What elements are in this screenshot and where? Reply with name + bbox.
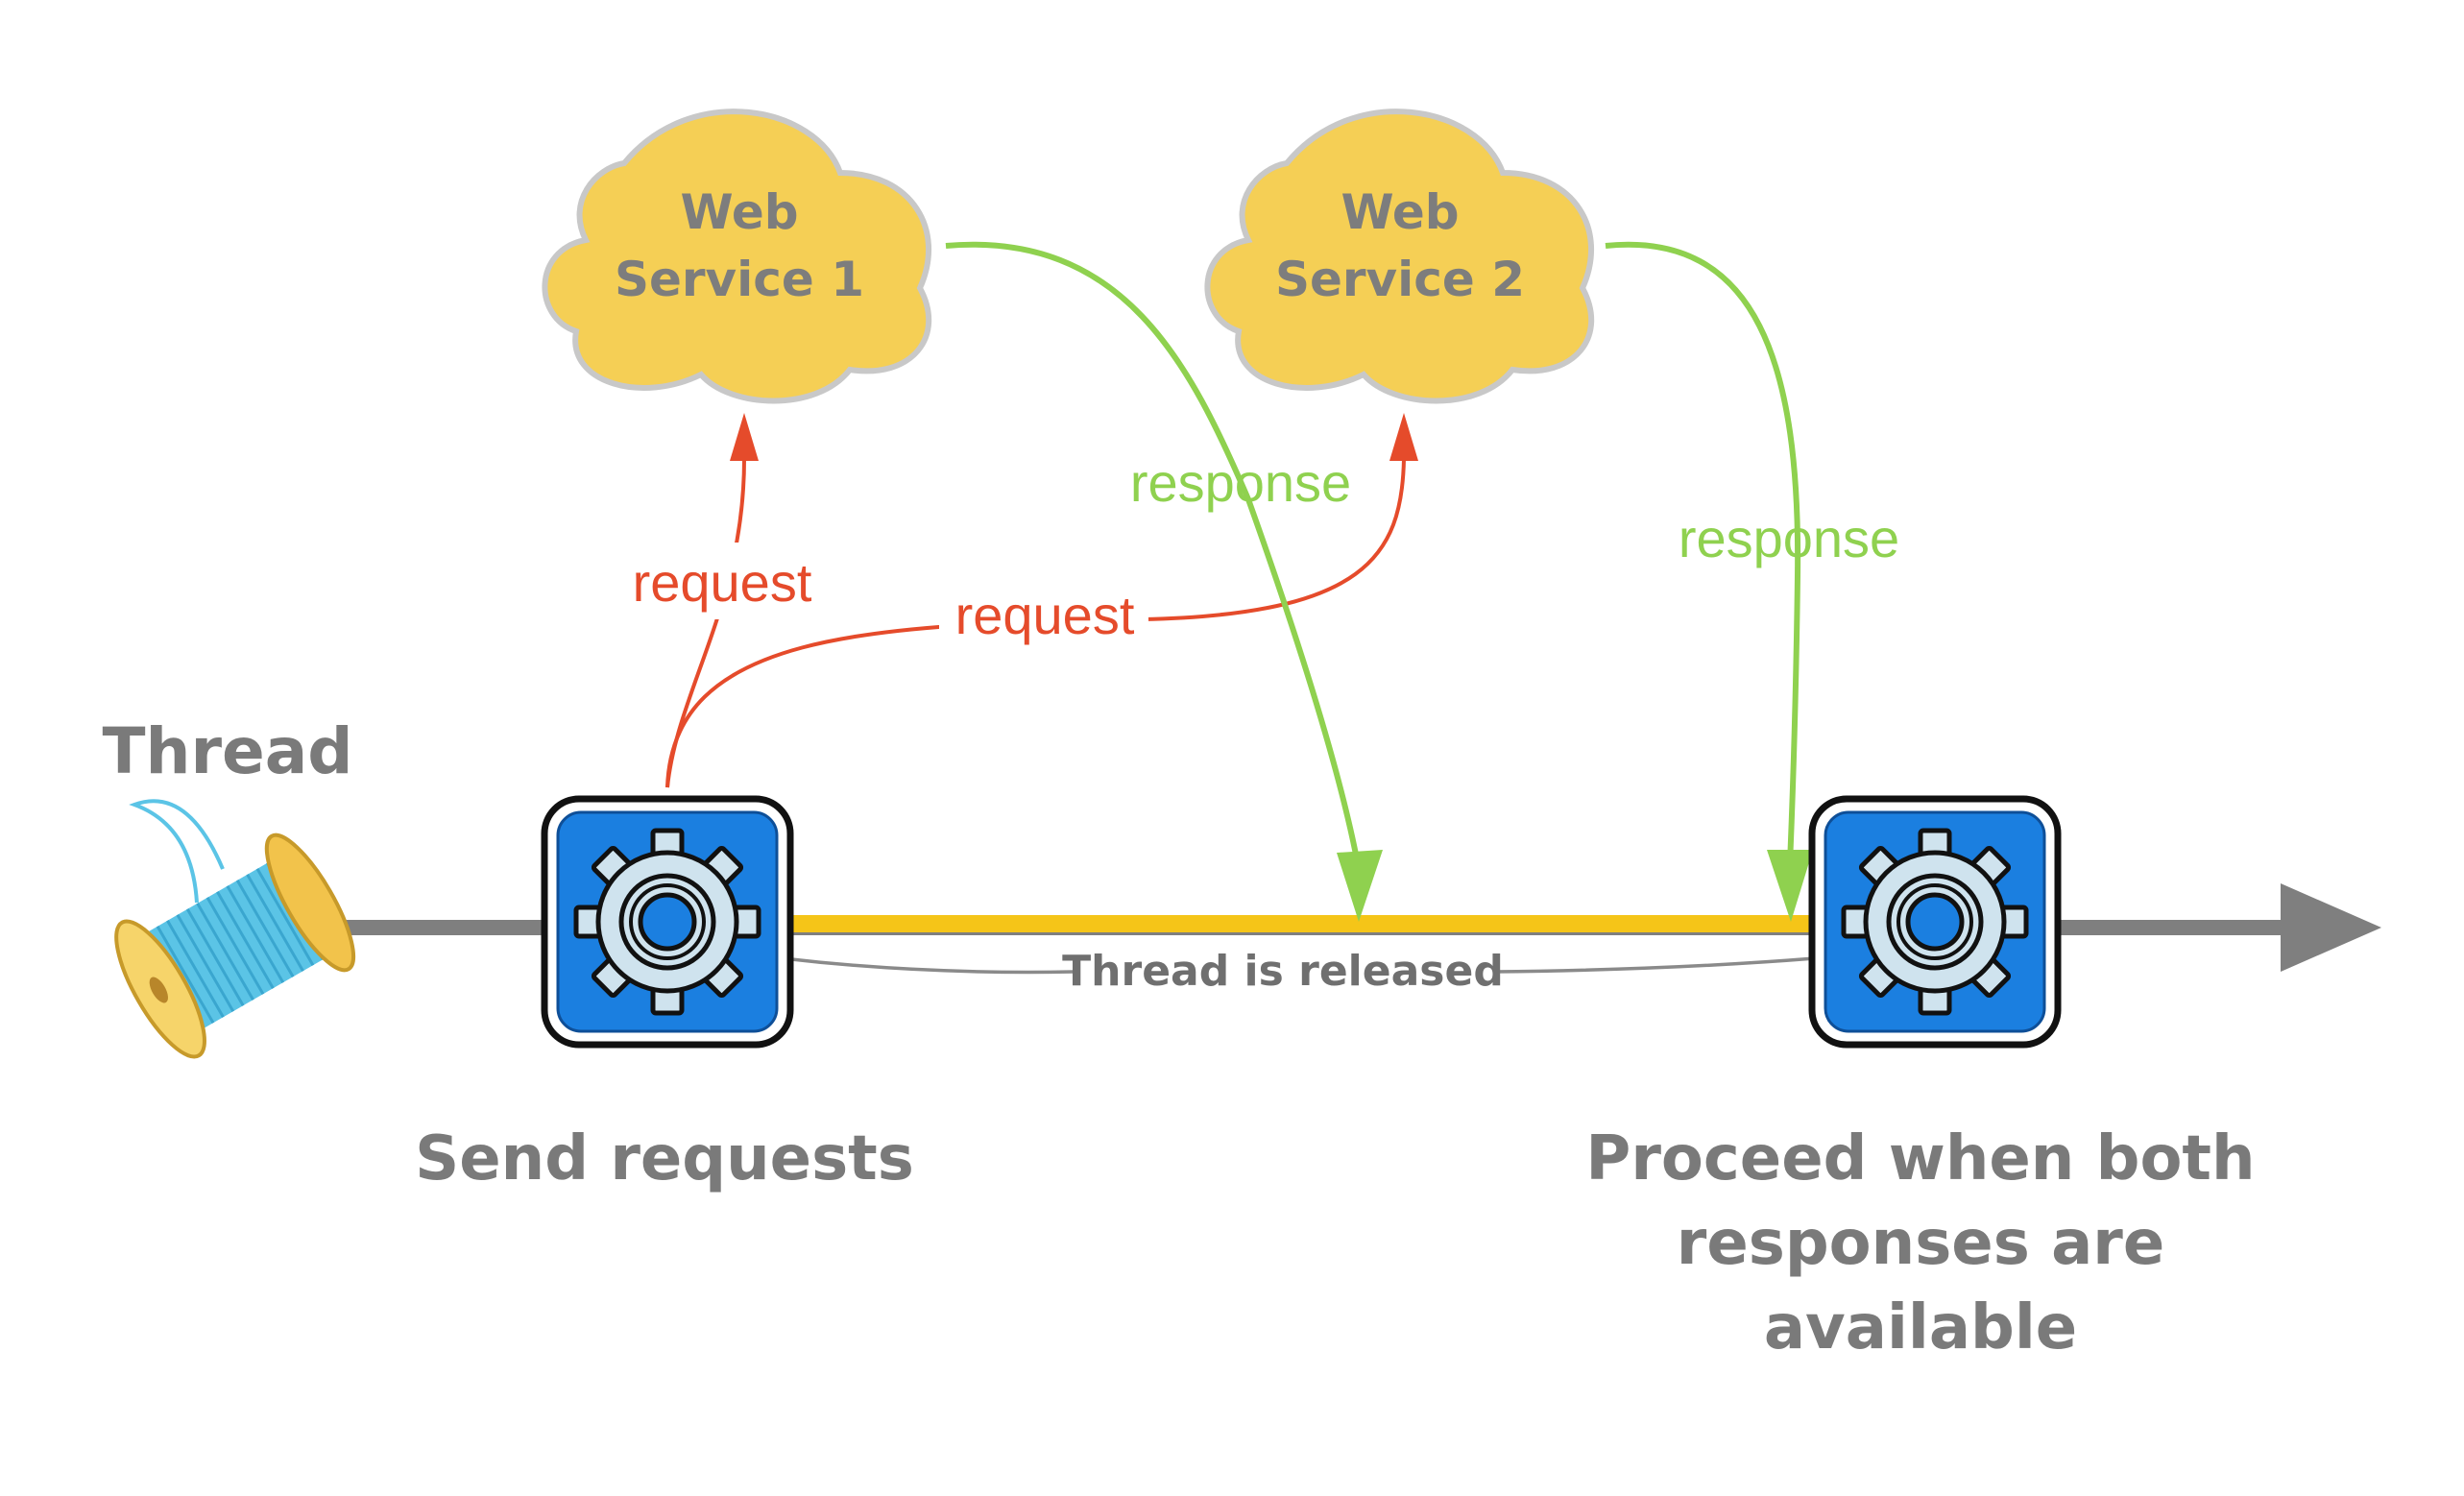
proceed-caption-line-2: responses are: [1677, 1208, 2164, 1279]
web-service-1-line2: Service 1: [615, 252, 864, 307]
request-label-1: request: [633, 552, 812, 613]
proceed-caption-line-3: available: [1764, 1292, 2077, 1363]
proceed-caption-line-1: Proceed when both: [1585, 1123, 2255, 1194]
web-service-2-line2: Service 2: [1275, 252, 1525, 307]
response-label-1: response: [1130, 452, 1351, 513]
response-arrow-2-head-icon: [1767, 850, 1813, 922]
request-arrow-2-head-icon: [1389, 413, 1418, 461]
web-service-1-cloud: Web Service 1: [542, 109, 932, 404]
thread-released-curve: Thread is released: [782, 947, 1816, 996]
gear-icon: [1841, 828, 2029, 1016]
response-arrow-1: [945, 241, 1383, 922]
response-arrow-2: [1605, 241, 1813, 922]
send-requests-gear-box: [541, 795, 794, 1049]
request-label-2: request: [955, 585, 1135, 645]
response-arrow-1-head-icon: [1337, 850, 1383, 922]
thread-label: Thread: [102, 714, 352, 788]
response-label-2: response: [1679, 508, 1899, 568]
proceed-gear-box: [1808, 795, 2062, 1049]
send-requests-caption: Send requests: [415, 1123, 914, 1194]
web-service-2-cloud: Web Service 2: [1204, 109, 1595, 404]
thread-released-label: Thread is released: [1062, 947, 1504, 996]
web-service-1-line1: Web: [680, 184, 798, 240]
web-service-2-line1: Web: [1341, 184, 1459, 240]
gear-icon: [573, 828, 761, 1016]
spool-of-thread-icon: [114, 799, 356, 1059]
timeline-arrow-head-icon: [2281, 883, 2381, 972]
request-arrow-1-head-icon: [730, 413, 759, 461]
